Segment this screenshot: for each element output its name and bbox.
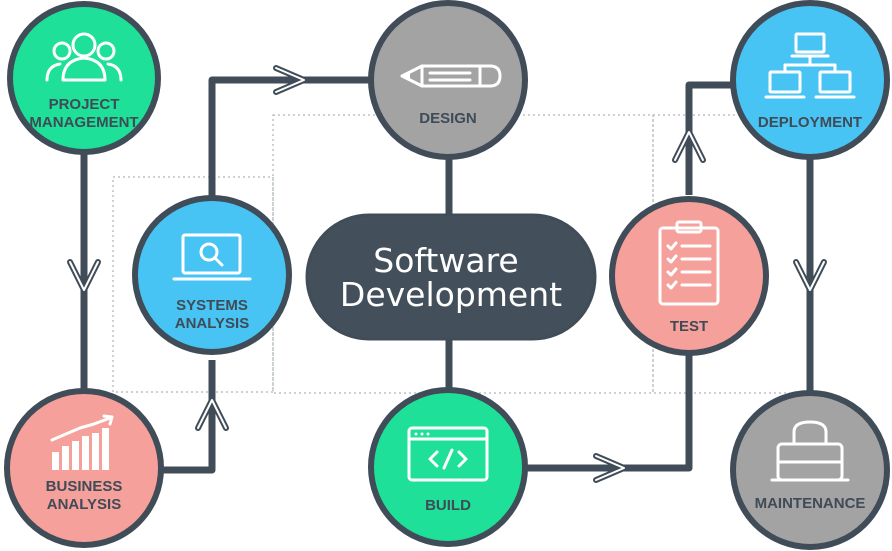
node-design: DESIGN [368, 0, 528, 160]
node-deployment: DEPLOYMENT [730, 0, 890, 160]
node-label-line2: ANALYSIS [175, 315, 249, 332]
center-pill [305, 213, 597, 341]
chevron-right-icon [273, 65, 307, 95]
checklist-icon [658, 220, 720, 306]
node-label-line1: SYSTEMS [176, 297, 248, 314]
chevron-down-icon [67, 259, 101, 293]
network-icon [764, 32, 856, 99]
monitor-search-icon [172, 233, 252, 281]
node-circle [7, 1, 161, 155]
chevron-right-icon [593, 453, 627, 483]
chevron-up-icon [672, 129, 706, 163]
node-circle [609, 196, 769, 356]
node-test: TEST [609, 196, 769, 356]
node-project-management: PROJECT MANAGEMENT [7, 1, 161, 155]
node-circle [730, 0, 890, 160]
toolbox-icon [770, 420, 850, 482]
node-maintenance: MAINTENANCE [730, 390, 890, 550]
node-label-line2: MANAGEMENT [29, 114, 138, 131]
node-label-line1: PROJECT [49, 96, 120, 113]
node-label-line1: MAINTENANCE [755, 495, 866, 512]
node-label-line1: DESIGN [419, 110, 477, 127]
chevron-down-icon [793, 259, 827, 293]
node-label-line1: TEST [670, 318, 708, 335]
center-title-line2: Development [340, 275, 562, 314]
node-circle [368, 387, 528, 547]
node-label-line1: BUILD [425, 497, 471, 514]
bar-chart-growth-icon [50, 414, 114, 470]
node-systems-analysis: SYSTEMS ANALYSIS [132, 195, 292, 355]
connector-sa-to-design [208, 76, 370, 200]
node-build: BUILD [368, 387, 528, 547]
connector-test-to-deployment [685, 81, 740, 195]
node-business-analysis: BUSINESS ANALYSIS [4, 388, 164, 548]
center-node: Software Development [305, 213, 597, 341]
node-label-line2: ANALYSIS [47, 496, 121, 513]
users-icon [45, 32, 123, 82]
center-title-line1: Software [373, 241, 518, 280]
pencil-icon [400, 64, 502, 88]
node-circle [132, 195, 292, 355]
dotted-guide-left [112, 176, 274, 393]
node-label-line1: BUSINESS [46, 478, 123, 495]
connector-ba-to-sa [160, 360, 216, 474]
node-label-line1: DEPLOYMENT [758, 114, 862, 131]
code-window-icon [407, 426, 489, 482]
chevron-up-icon [195, 397, 229, 431]
connector-build-to-test [525, 355, 693, 472]
node-circle [730, 390, 890, 550]
